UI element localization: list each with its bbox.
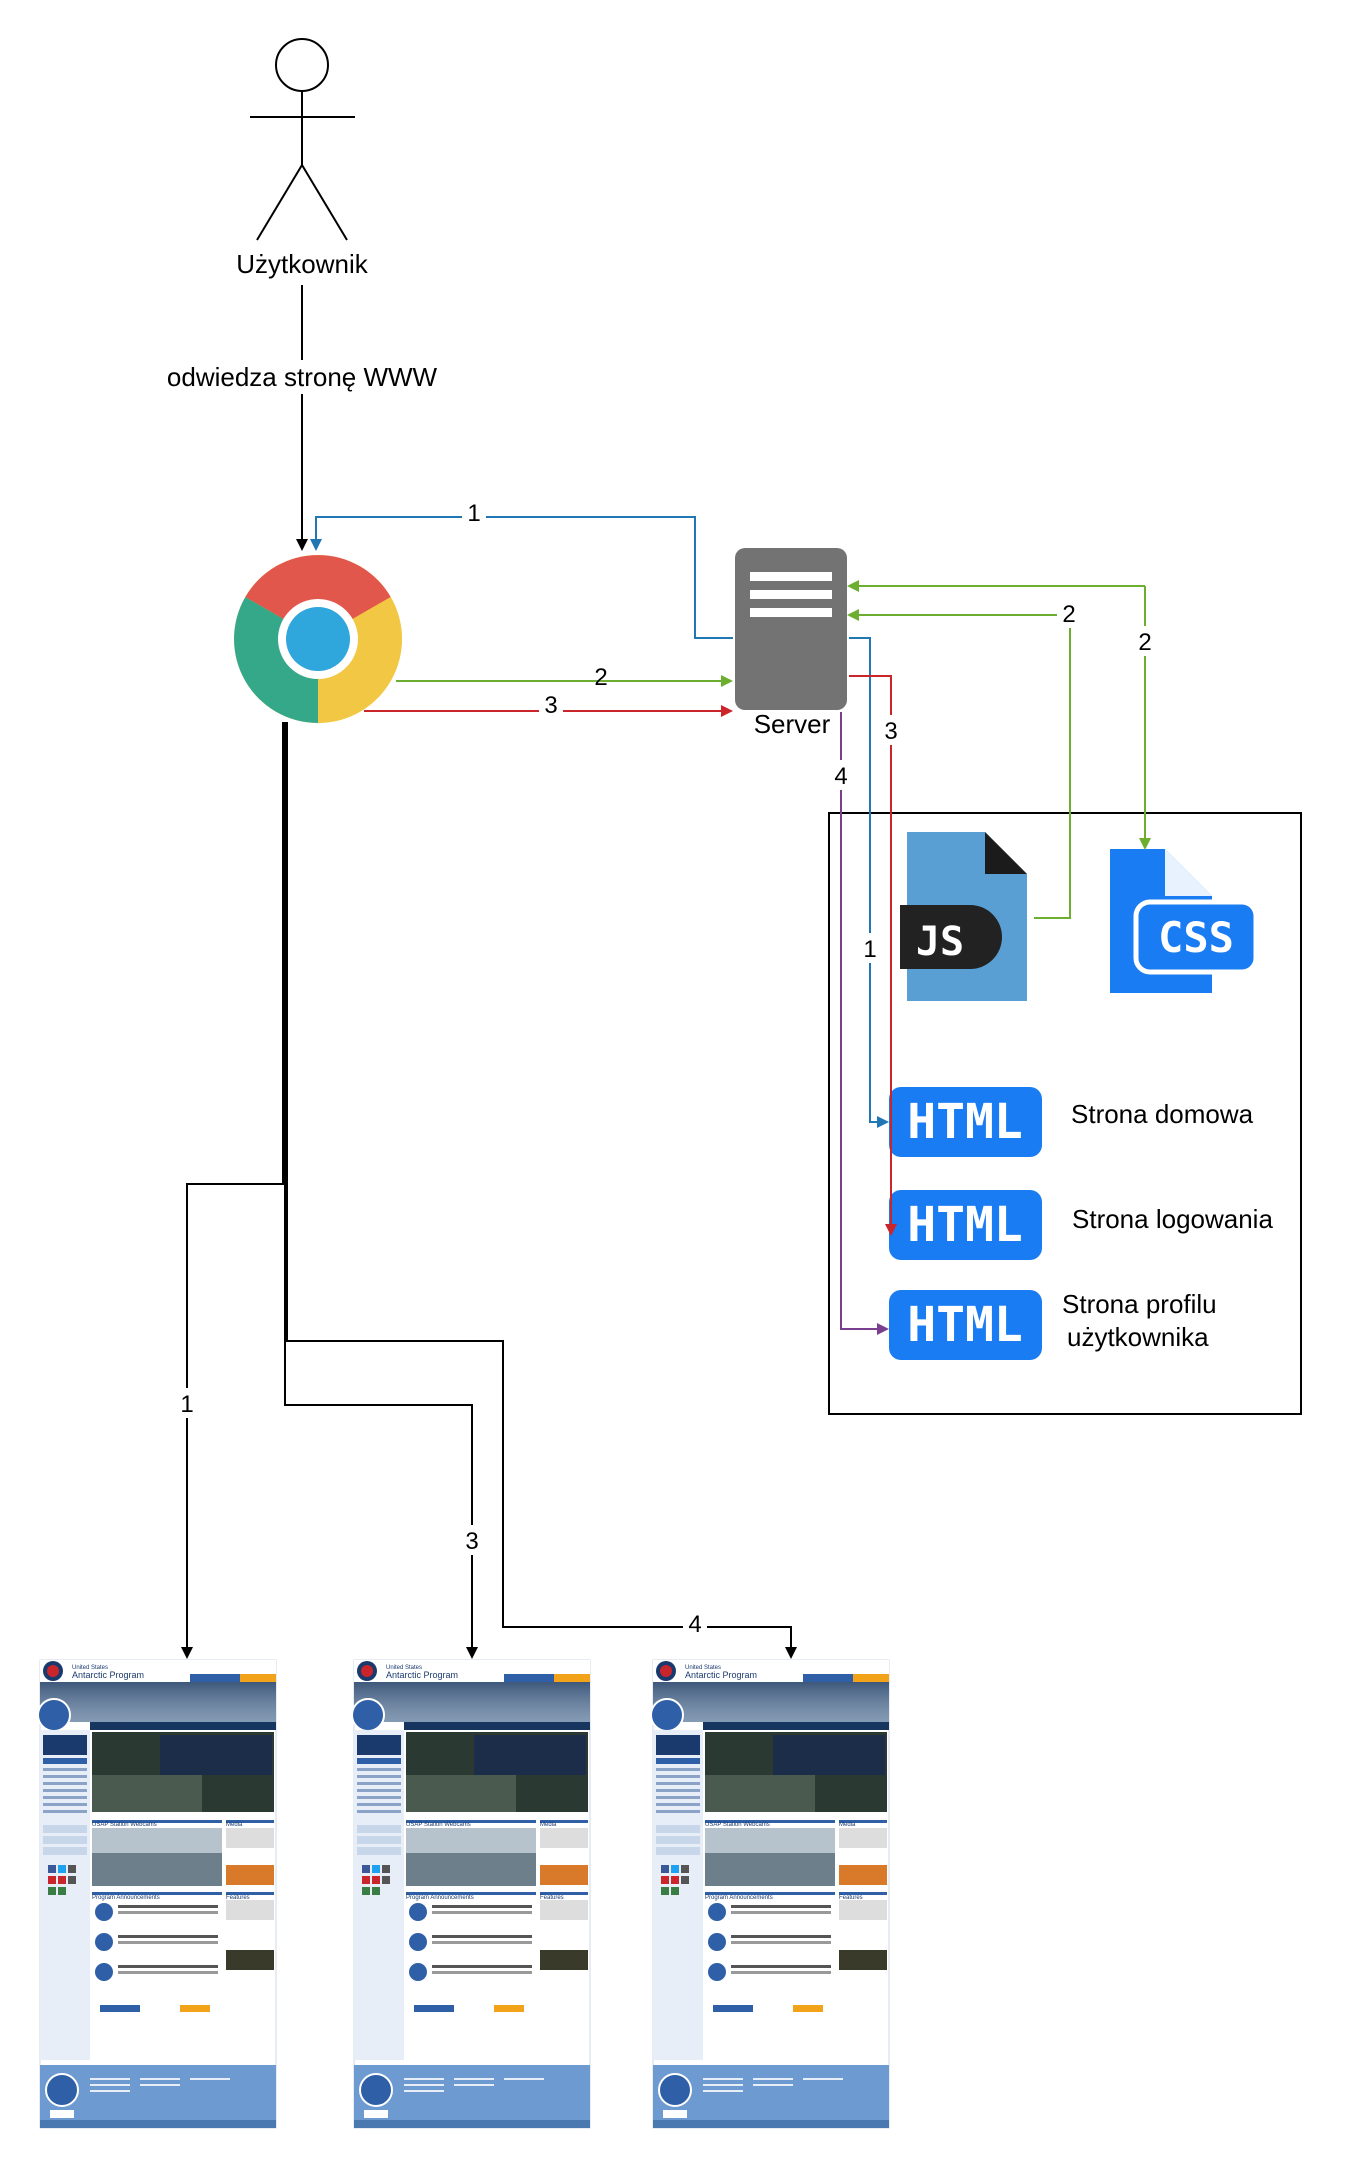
flow-4-profile-label: 4 [834,763,847,790]
flow-page-1-label: 1 [180,1391,193,1418]
flow-2-js-label: 2 [1062,601,1075,628]
css-label: CSS [1158,913,1234,962]
flow-2-css: 2 [847,580,1157,850]
flow-2-js: 2 [847,598,1081,919]
html-home-badge: HTML [889,1087,1042,1157]
actor-head [275,38,329,92]
flow-page-3: 3 [284,722,484,1659]
svg-text:Antarctic Program: Antarctic Program [72,1670,144,1680]
html-login-badge: HTML [889,1190,1042,1260]
user-actor: Użytkownik [236,38,369,279]
server-icon: Server [735,548,847,739]
flow-3-login-label: 3 [884,718,897,745]
flow-1-blue: 1 [310,498,733,639]
svg-text:Media: Media [226,1822,243,1828]
svg-text:Antarctic Program: Antarctic Program [685,1670,757,1680]
js-label: JS [916,919,964,965]
svg-text:Program Announcements: Program Announcements [92,1895,160,1901]
chrome-browser-icon [234,555,402,723]
rendered-page-profile: United States Antarctic Program USAP Sta… [650,1659,890,2129]
flow-1-label: 1 [467,500,480,527]
svg-text:Features: Features [839,1895,863,1901]
svg-text:United States: United States [386,1665,422,1671]
html-home-text: HTML [907,1094,1023,1150]
flow-2-green: 2 [396,664,733,691]
svg-text:Features: Features [226,1895,250,1901]
svg-text:Antarctic Program: Antarctic Program [386,1670,458,1680]
svg-text:Features: Features [540,1895,564,1901]
flow-3-label: 3 [544,692,557,719]
svg-text:USAP Station Webcams: USAP Station Webcams [92,1822,157,1828]
html-login-text: HTML [907,1197,1023,1253]
rendered-page-home: United States Antarctic Program USAP Sta… [37,1659,277,2129]
flow-4-profile: 4 [829,712,889,1335]
svg-text:Program Announcements: Program Announcements [705,1895,773,1901]
home-page-label: Strona domowa [1071,1099,1254,1129]
html-profile-badge: HTML [889,1290,1042,1360]
file-store-box [828,812,1302,1415]
svg-text:United States: United States [685,1665,721,1671]
html-profile-text: HTML [907,1297,1023,1353]
rendered-page-login: United States Antarctic Program USAP Sta… [351,1659,591,2129]
flow-3-red: 3 [364,692,733,723]
server-label: Server [754,709,831,739]
flow-3-login: 3 [849,675,903,1236]
profile-page-label-1: Strona profilu [1062,1289,1217,1319]
svg-text:Media: Media [540,1822,557,1828]
visit-label: odwiedza stronę WWW [167,362,438,392]
js-file-icon: JS [900,832,1027,1001]
login-page-label: Strona logowania [1072,1204,1273,1234]
flow-page-1: 1 [175,722,284,1659]
flow-1-home: 1 [849,637,889,1128]
svg-text:USAP Station Webcams: USAP Station Webcams [705,1822,770,1828]
svg-text:United States: United States [72,1665,108,1671]
flow-2-css-label: 2 [1138,629,1151,656]
actor-label: Użytkownik [236,249,368,279]
flow-2-label: 2 [594,664,607,691]
css-file-icon: CSS [1110,849,1259,993]
svg-text:USAP Station Webcams: USAP Station Webcams [406,1822,471,1828]
profile-page-label-2: użytkownika [1067,1322,1209,1352]
flow-page-3-label: 3 [465,1528,478,1555]
flow-page-4-label: 4 [688,1611,701,1638]
flow-page-4: 4 [286,722,797,1659]
svg-text:Program Announcements: Program Announcements [406,1895,474,1901]
flow-1-home-label: 1 [863,936,876,963]
svg-text:Media: Media [839,1822,856,1828]
